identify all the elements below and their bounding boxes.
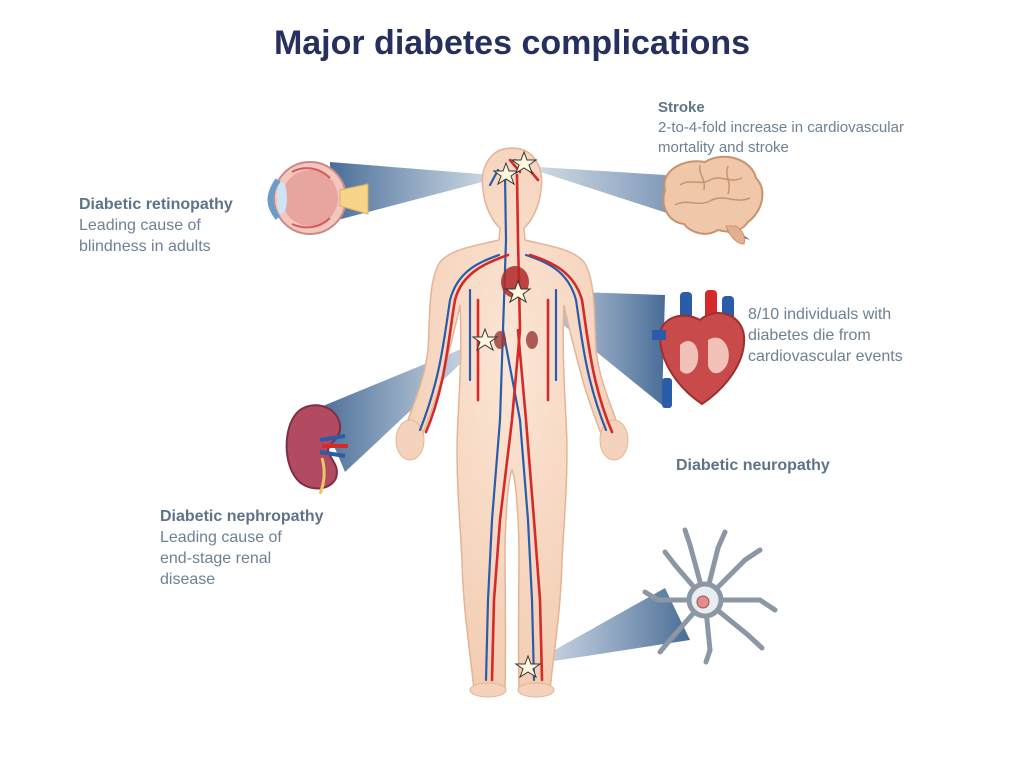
cardiovascular-label: 8/10 individuals with diabetes die from … [748, 304, 903, 367]
stroke-desc-line1: 2-to-4-fold increase in cardiovascular [658, 119, 904, 136]
retinopathy-desc-line2: blindness in adults [79, 238, 211, 255]
nephropathy-desc-line2: end-stage renal [160, 550, 272, 567]
retinopathy-label: Diabetic retinopathy Leading cause of bl… [79, 194, 233, 257]
heart-illustration [652, 290, 746, 408]
star-marker [471, 327, 499, 352]
beam-neuron [528, 588, 690, 665]
neuropathy-heading: Diabetic neuropathy [676, 457, 830, 474]
retinopathy-heading: Diabetic retinopathy [79, 196, 233, 213]
retinopathy-desc-line1: Leading cause of [79, 217, 201, 234]
body-figure [395, 147, 629, 698]
nephropathy-desc-line3: disease [160, 571, 216, 588]
nephropathy-desc-line1: Leading cause of [160, 529, 282, 546]
stroke-label: Stroke 2-to-4-fold increase in cardiovas… [658, 98, 904, 158]
star-marker [504, 279, 532, 304]
star-marker [514, 654, 542, 679]
cardio-desc-line3: cardiovascular events [748, 348, 903, 365]
star-marker [510, 150, 538, 175]
cardio-desc-line1: 8/10 individuals with [748, 306, 892, 323]
page-title: Major diabetes complications [273, 24, 751, 62]
beam-eye [330, 162, 505, 222]
stroke-desc-line2: mortality and stroke [658, 139, 789, 156]
nephropathy-label: Diabetic nephropathy Leading cause of en… [160, 506, 324, 590]
stroke-heading: Stroke [658, 99, 705, 116]
neuron-illustration [642, 527, 778, 665]
cardio-desc-line2: diabetes die from [748, 327, 871, 344]
nephropathy-heading: Diabetic nephropathy [160, 508, 324, 525]
beam-kidney [318, 338, 488, 472]
kidney-illustration [285, 404, 348, 495]
brain-illustration [662, 155, 764, 245]
star-marker [492, 161, 520, 186]
eye-illustration [267, 161, 369, 235]
neuropathy-label: Diabetic neuropathy [676, 455, 830, 476]
